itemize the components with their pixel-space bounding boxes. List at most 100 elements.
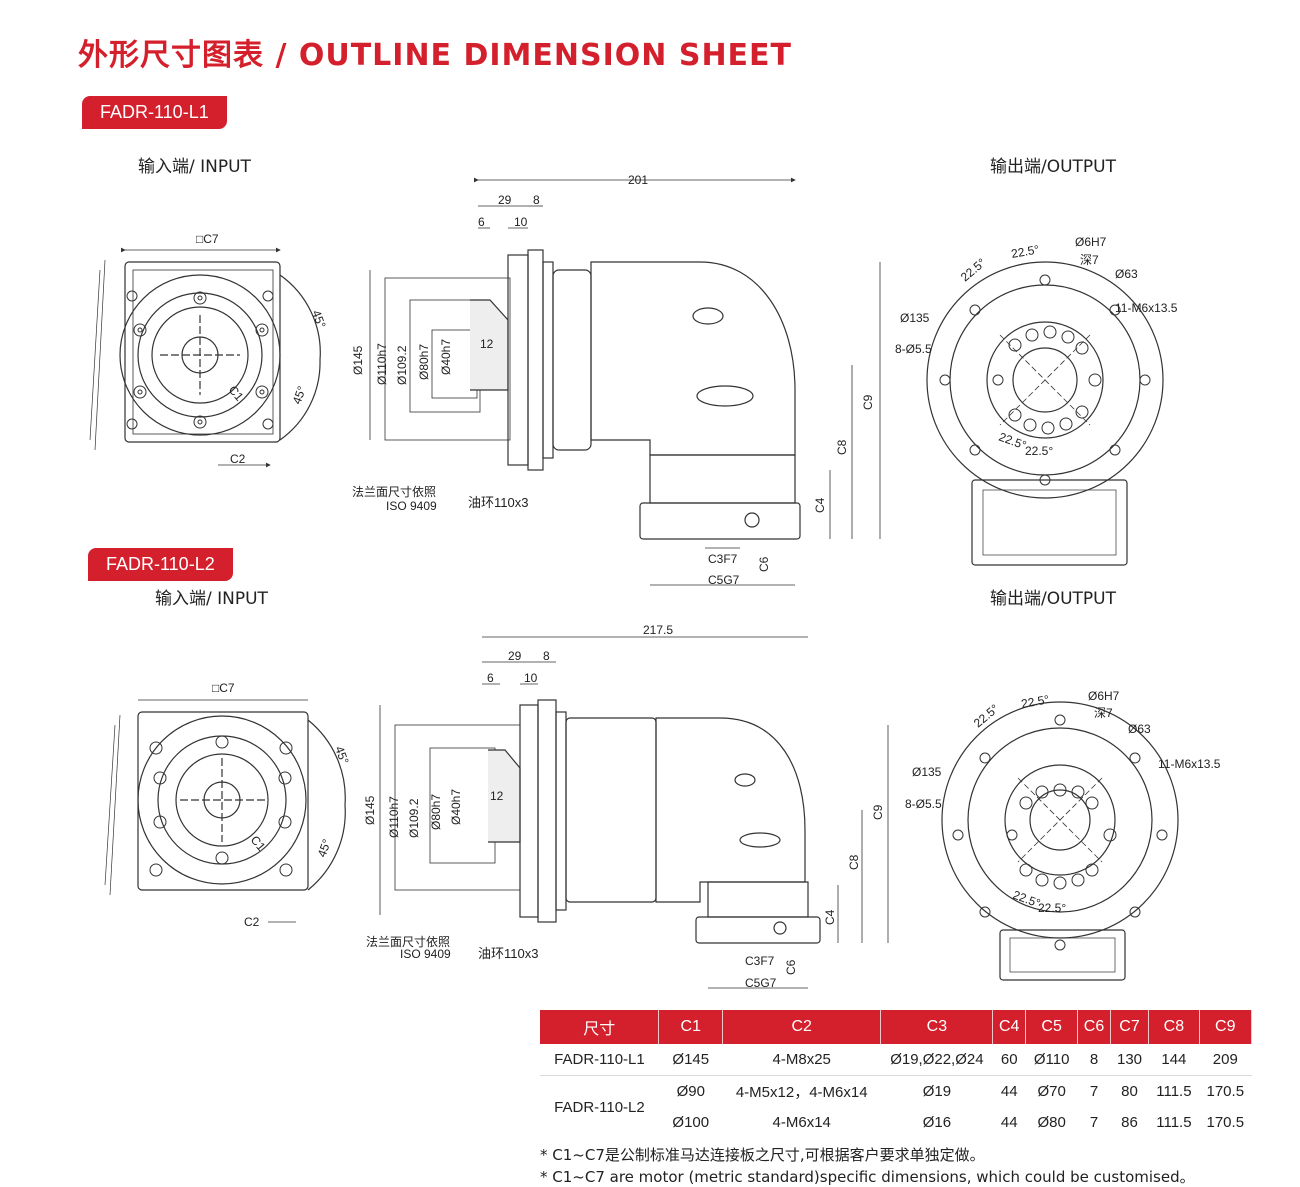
header-c3: C3 [880,1010,994,1044]
cell-c3: Ø19,Ø22,Ø24 [880,1044,993,1076]
flange-note2-l2: ISO 9409 [400,947,451,961]
output-view-l2 [941,701,1179,981]
dim-22b-l2: 22.5° [1020,692,1050,711]
dim-deep7-l1: 深7 [1080,253,1099,267]
dim-c6-l2: C6 [784,959,798,975]
dim-dia145-l2: Ø145 [363,795,377,825]
header-c8: C8 [1148,1010,1200,1044]
dim-dia40-l2: Ø40h7 [449,789,463,825]
dim-dia80-l1: Ø80h7 [417,344,431,380]
dim-6-l1: 6 [478,215,485,229]
dim-dia109-l2: Ø109.2 [407,798,421,838]
model-badge-l2: FADR-110-L2 [88,548,233,581]
dim-c6-l1: C6 [757,556,771,572]
table-row: FADR-110-L1 Ø145 4-M8x25 Ø19,Ø22,Ø24 60 … [540,1044,1252,1076]
oil-ring-l2: 油环110x3 [478,946,538,961]
cell-c9: 209 [1199,1044,1252,1076]
dim-12-l2: 12 [490,789,504,803]
cell-c8: 111.5 [1156,1114,1192,1131]
dim-dia135-l2: Ø135 [912,765,942,779]
cell-c2: 4-M6x14 [772,1114,831,1131]
header-c9: C9 [1199,1010,1253,1044]
dim-c9-l2: C9 [871,804,885,820]
dim-dia55-l2: 8-Ø5.5 [905,797,942,811]
dim-c3-l2: C3F7 [745,954,775,968]
dim-dia135-l1: Ø135 [900,311,930,325]
dim-45b-l1: 45° [290,384,309,406]
dim-22d-l2: 22.5° [1038,901,1066,915]
flange-note2-l1: ISO 9409 [386,499,437,513]
header-c5: C5 [1025,1010,1079,1044]
drawing-l1: □C7 C1 C2 45° 45° 201 29 8 6 10 12 Ø145 … [89,173,1178,587]
dim-c3-l1: C3F7 [708,552,738,566]
cell-c7: 80 [1121,1083,1138,1100]
note-english: * C1~C7 are motor (metric standard)speci… [540,1168,1195,1186]
flange-note1-l1: 法兰面尺寸依照 [352,484,436,499]
dim-22d-l1: 22.5° [1025,444,1053,458]
dim-8-l1: 8 [533,193,540,207]
dim-45a-l1: 45° [309,308,328,330]
cell-c2: 4-M5x12，4-M6x14 [735,1084,868,1101]
cell-c5: Ø110 [1025,1044,1078,1076]
dim-45b-l2: 45° [315,837,334,859]
dim-overall-l1: 201 [628,173,648,187]
dim-m6-l1: 11-M6x13.5 [1115,301,1178,315]
header-c2: C2 [722,1010,882,1044]
dim-c5-l1: C5G7 [708,573,740,587]
cell-c7: 86 [1121,1114,1138,1131]
dimension-table: 尺寸 C1 C2 C3 C4 C5 C6 C7 C8 C9 FADR-110-L… [540,1010,1253,1138]
model-badge-l1: FADR-110-L1 [82,96,227,129]
cell-model: FADR-110-L2 [554,1098,645,1116]
dim-m6-l2: 11-M6x13.5 [1158,757,1221,771]
dim-dia40-l1: Ø40h7 [439,339,453,375]
input-label-l1: 输入端/ INPUT [138,157,251,177]
cell-c6: 7 [1089,1083,1099,1100]
cell-c9: 170.5 [1206,1114,1245,1131]
output-view-l1 [926,261,1164,566]
dim-c4-l2: C4 [823,909,837,925]
dim-dia63-l1: Ø63 [1115,267,1138,281]
dim-29-l2: 29 [508,649,522,663]
table-header-row: 尺寸 C1 C2 C3 C4 C5 C6 C7 C8 C9 [540,1010,1253,1044]
dim-dia110-l2: Ø110h7 [387,796,401,838]
dim-c9-l1: C9 [861,394,875,410]
cell-c1: Ø90 [676,1083,705,1100]
dim-22b-l1: 22.5° [1010,242,1040,261]
dim-29-l1: 29 [498,193,512,207]
dim-dia145-l1: Ø145 [351,345,365,375]
cell-c5: Ø70 [1037,1083,1066,1100]
cell-c4: 44 [1000,1114,1018,1131]
cell-c1: Ø100 [672,1114,710,1131]
dim-c8-l1: C8 [835,439,849,455]
note-chinese: * C1~C7是公制标准马达连接板之尺寸,可根据客户要求单独定做。 [540,1146,985,1164]
cell-c3: Ø19 [922,1083,952,1100]
cell-model: FADR-110-L1 [540,1044,659,1076]
dim-deep7-l2: 深7 [1094,706,1113,720]
page-title: 外形尺寸图表 / OUTLINE DIMENSION SHEET [78,38,793,73]
drawing-l2: □C7 C1 C2 45° 45° 217.5 29 8 6 10 12 Ø14… [104,623,1221,990]
dim-overall-l2: 217.5 [643,623,673,637]
header-c6: C6 [1077,1010,1111,1044]
input-view-l2 [104,699,346,923]
cell-c8: 144 [1148,1044,1200,1076]
dim-c7-l1: □C7 [196,232,219,246]
header-size: 尺寸 [540,1010,660,1044]
dim-dia6-l2: Ø6H7 [1088,689,1120,703]
dim-dia6-l1: Ø6H7 [1075,235,1107,249]
cell-c6: 8 [1077,1044,1111,1076]
dim-c2-l2: C2 [244,915,260,929]
dim-c4-l1: C4 [813,497,827,513]
dim-10-l2: 10 [524,671,538,685]
cell-c4: 60 [992,1044,1026,1076]
dim-dia63-l2: Ø63 [1128,722,1151,736]
table-row: FADR-110-L2 Ø90 4-M5x12，4-M6x14 Ø19 44 Ø… [540,1076,1252,1116]
header-c7: C7 [1110,1010,1150,1044]
dim-8-l2: 8 [543,649,550,663]
cell-c8: 111.5 [1156,1083,1192,1100]
cell-c4: 44 [1000,1083,1018,1100]
side-view-l2 [379,636,889,989]
input-view-l1 [89,247,321,468]
cell-c2: 4-M8x25 [722,1044,881,1076]
cell-c1: Ø145 [658,1044,723,1076]
table-row: Ø100 4-M6x14 Ø16 44 Ø80 7 86 111.5 170.5 [540,1107,1252,1138]
